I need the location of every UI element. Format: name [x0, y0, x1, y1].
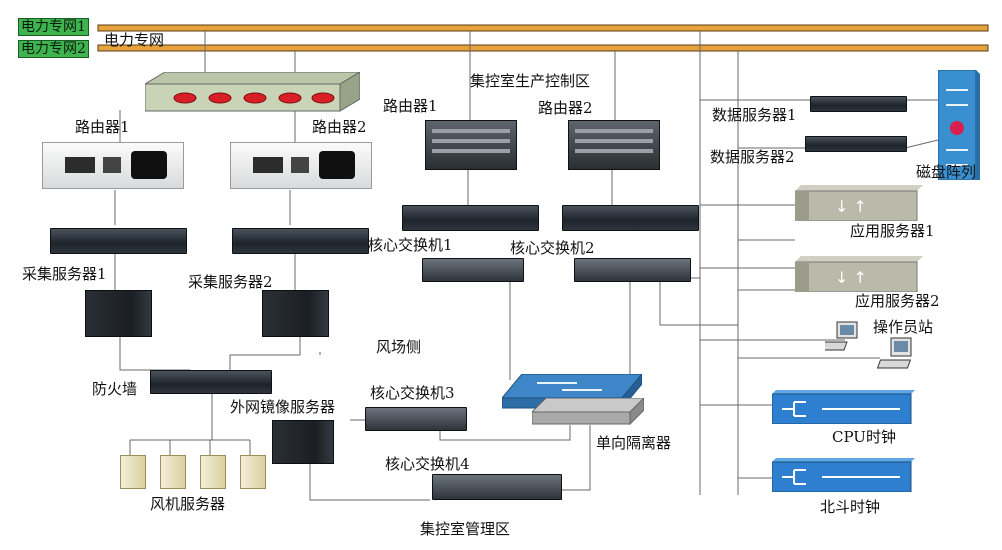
collect-server2-tower: [262, 290, 329, 337]
data-server2-label: 数据服务器2: [710, 148, 795, 166]
disk-array-device: [937, 69, 980, 181]
core-switch2-label: 核心交换机2: [510, 239, 595, 257]
app-server1-label: 应用服务器1: [850, 222, 935, 240]
beidou-clock-device: [771, 458, 915, 493]
isolator-label: 单向隔离器: [596, 434, 672, 452]
left-router2-device: [230, 142, 372, 189]
core-switch4-label: 核心交换机4: [385, 455, 470, 473]
disk-array-label: 磁盘阵列: [916, 163, 977, 181]
core-switch2-device: [574, 258, 691, 282]
power-net-caption: 电力专网: [104, 31, 165, 49]
firewall-device: [150, 370, 272, 394]
app-server1-device: ↓ ↑: [794, 185, 923, 222]
hub-device: [143, 71, 362, 112]
left-router2-label: 路由器2: [312, 118, 367, 136]
power-net-1-tag: 电力专网1: [18, 18, 89, 36]
power-bus-1: [97, 24, 989, 32]
core-server2-rack: [562, 205, 699, 231]
collect-server1-rack: [50, 228, 187, 254]
core-switch4-device: [432, 474, 562, 500]
collect-server2-rack: [232, 228, 369, 254]
center-router2-label: 路由器2: [538, 99, 593, 117]
beidou-clock-label: 北斗时钟: [820, 498, 881, 516]
turbine-server-label: 风机服务器: [150, 495, 226, 513]
turbine-server-icon: [200, 455, 226, 489]
center-router2-device: [568, 120, 660, 170]
turbine-server-icon: [120, 455, 146, 489]
app-server2-device: ↓ ↑: [794, 256, 923, 293]
svg-text:↓ ↑: ↓ ↑: [835, 197, 867, 216]
turbine-server-icon: [160, 455, 186, 489]
collect-server1-tower: [85, 290, 152, 337]
cpu-clock-device: [771, 390, 915, 425]
operator-station-label: 操作员站: [873, 318, 934, 336]
cpu-clock-label: CPU时钟: [832, 428, 896, 446]
collect-server2-label: 采集服务器2: [188, 273, 273, 291]
mirror-server-label: 外网镜像服务器: [230, 398, 336, 416]
center-router1-label: 路由器1: [383, 97, 438, 115]
data-server2-device: [805, 136, 907, 152]
power-net-2-tag: 电力专网2: [18, 40, 89, 58]
data-server1-label: 数据服务器1: [712, 106, 797, 124]
core-switch3-device: [365, 407, 467, 431]
isolator-device: [530, 396, 646, 426]
mirror-server-tower: [272, 420, 334, 464]
management-zone-label: 集控室管理区: [420, 520, 511, 538]
core-server1-rack: [402, 205, 539, 231]
production-zone-label: 集控室生产控制区: [470, 72, 591, 90]
core-switch1-label: 核心交换机1: [368, 236, 453, 254]
turbine-server-icon: [240, 455, 266, 489]
wind-side-label: 风场侧: [376, 338, 422, 356]
operator-station-device: [813, 320, 920, 375]
app-server2-label: 应用服务器2: [855, 292, 940, 310]
center-router1-device: [425, 120, 517, 170]
data-server1-device: [810, 96, 907, 112]
left-router1-label: 路由器1: [75, 118, 130, 136]
core-switch3-label: 核心交换机3: [370, 384, 455, 402]
firewall-label: 防火墙: [92, 380, 138, 398]
svg-text:↓ ↑: ↓ ↑: [835, 268, 867, 287]
collect-server1-label: 采集服务器1: [22, 265, 107, 283]
power-bus-2: [97, 44, 989, 52]
core-switch1-device: [422, 258, 524, 282]
left-router1-device: [42, 142, 184, 189]
